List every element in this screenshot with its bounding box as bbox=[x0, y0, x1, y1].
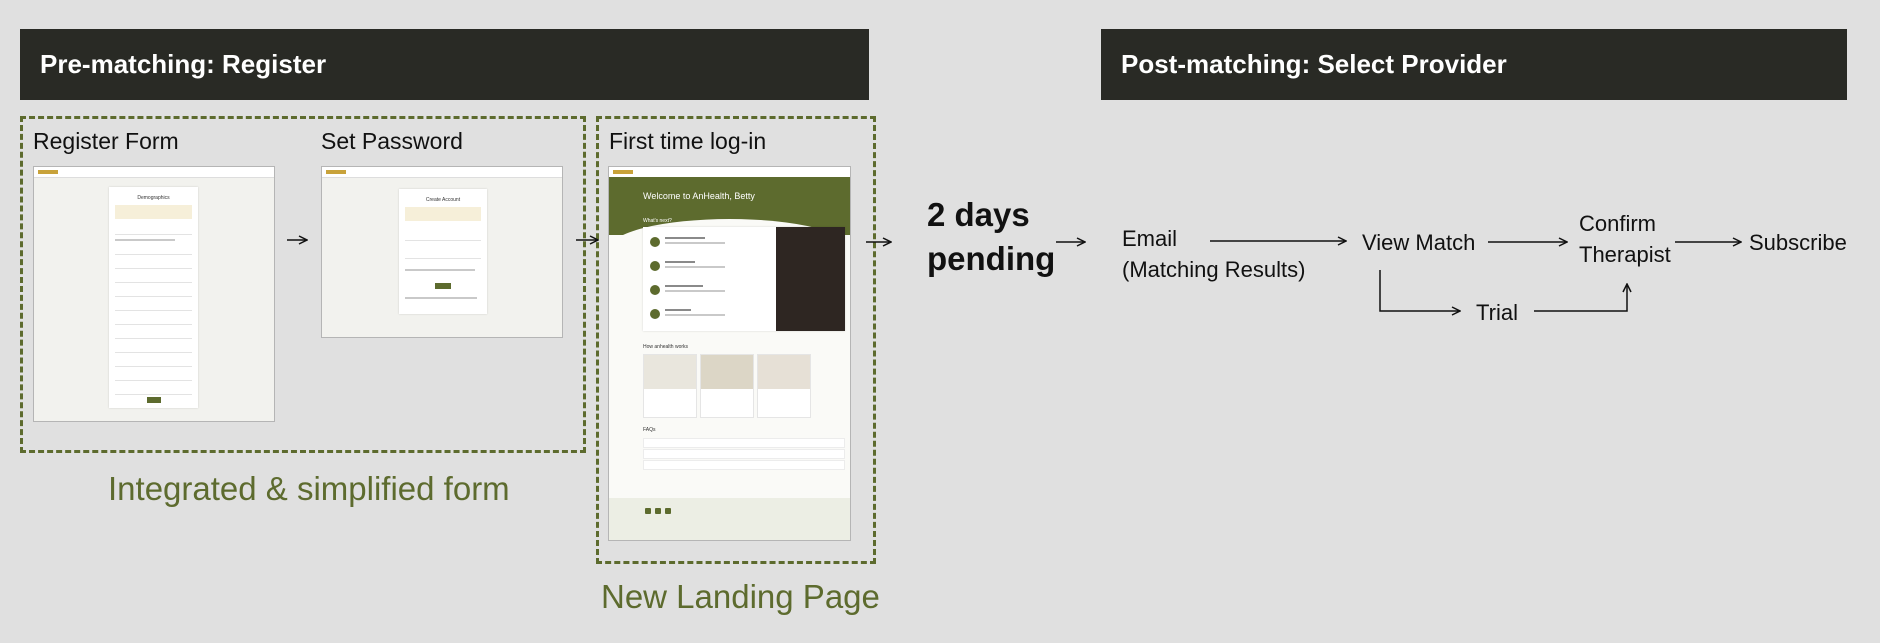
stage-label-register-form: Register Form bbox=[33, 128, 179, 154]
create-account-title: Create Account bbox=[425, 197, 461, 203]
post-matching-header: Post-matching: Select Provider bbox=[1101, 29, 1847, 100]
pre-matching-title: Pre-matching: Register bbox=[40, 49, 327, 79]
landing-group-box bbox=[596, 116, 876, 564]
trial-node: Trial bbox=[1476, 300, 1518, 325]
faq-item bbox=[643, 460, 845, 470]
social-icon bbox=[665, 508, 671, 514]
create-account-card: Create Account bbox=[399, 189, 487, 314]
how-works-heading: How anhealth works bbox=[643, 344, 689, 350]
logo-icon bbox=[613, 170, 633, 174]
welcome-title: Welcome to AnHealth, Betty bbox=[643, 191, 755, 201]
step-icon bbox=[650, 309, 660, 319]
register-next-button bbox=[147, 397, 161, 403]
info-notice bbox=[115, 205, 192, 219]
pre-matching-header: Pre-matching: Register bbox=[20, 29, 869, 100]
post-matching-title: Post-matching: Select Provider bbox=[1121, 49, 1507, 79]
steps-card bbox=[643, 227, 845, 331]
step-icon bbox=[650, 285, 660, 295]
social-icon bbox=[645, 508, 651, 514]
new-landing-page-callout: New Landing Page bbox=[601, 578, 880, 615]
tile-image bbox=[758, 355, 810, 389]
social-icon bbox=[655, 508, 661, 514]
confirm-therapist-node: Confirm Therapist bbox=[1579, 208, 1671, 270]
confirm-label: Confirm bbox=[1579, 211, 1657, 236]
subscribe-node: Subscribe bbox=[1749, 230, 1847, 255]
logo-icon bbox=[38, 170, 58, 174]
faq-item bbox=[643, 449, 845, 459]
register-form-card: Demographics bbox=[109, 187, 198, 408]
email-node: Email (Matching Results) bbox=[1122, 223, 1305, 285]
step-icon bbox=[650, 237, 660, 247]
register-group-box bbox=[20, 116, 586, 453]
sign-up-button bbox=[435, 283, 451, 289]
stage-label-set-password: Set Password bbox=[321, 128, 463, 154]
faq-item bbox=[643, 438, 845, 448]
matching-results-label: (Matching Results) bbox=[1122, 257, 1306, 282]
pending-line2: pending bbox=[927, 240, 1056, 277]
tile-image bbox=[701, 355, 753, 389]
integrated-form-callout: Integrated & simplified form bbox=[108, 470, 510, 507]
register-form-title: Demographics bbox=[137, 195, 170, 201]
pending-label: 2 days pending bbox=[927, 193, 1055, 281]
how-works-tile bbox=[700, 354, 754, 418]
logo-icon bbox=[326, 170, 346, 174]
pending-line1: 2 days bbox=[927, 196, 1030, 233]
faqs-heading: FAQs bbox=[643, 427, 656, 433]
hands-photo bbox=[776, 227, 845, 331]
tile-image bbox=[644, 355, 696, 389]
how-works-tile bbox=[643, 354, 697, 418]
view-match-node: View Match bbox=[1362, 230, 1476, 255]
arrow-trial-to-confirm bbox=[1534, 284, 1627, 312]
set-password-screenshot: Create Account bbox=[321, 166, 563, 338]
how-works-tile bbox=[757, 354, 811, 418]
landing-page-screenshot: Welcome to AnHealth, Betty What's next? … bbox=[608, 166, 851, 541]
email-label: Email bbox=[1122, 226, 1178, 251]
info-notice bbox=[405, 207, 481, 221]
therapist-label: Therapist bbox=[1579, 242, 1671, 267]
stage-label-first-login: First time log-in bbox=[609, 128, 767, 154]
landing-footer bbox=[609, 498, 850, 540]
register-form-screenshot: Demographics bbox=[33, 166, 275, 422]
arrow-view-match-to-trial bbox=[1379, 270, 1460, 311]
step-icon bbox=[650, 261, 660, 271]
whats-next-heading: What's next? bbox=[643, 218, 672, 224]
